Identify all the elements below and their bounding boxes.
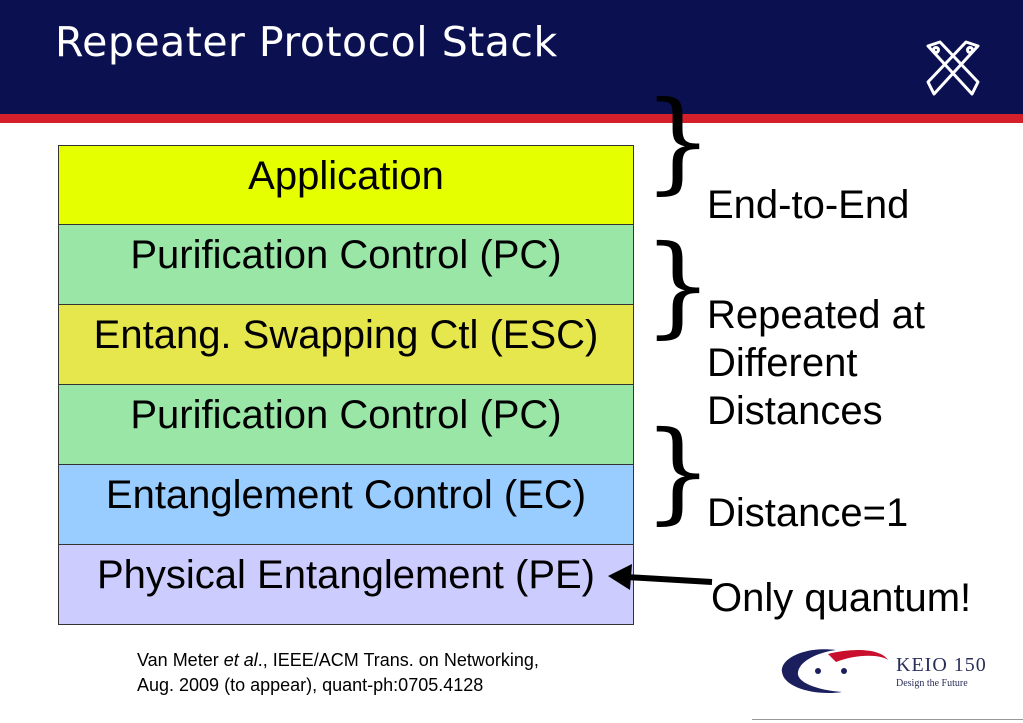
brace-repeated: }: [643, 221, 713, 349]
brace-end-to-end: }: [643, 77, 713, 205]
label-repeated-line2: Different: [707, 341, 858, 385]
label-end-to-end: End-to-End: [707, 183, 910, 227]
footer-rule: [752, 719, 1023, 720]
layer-entanglement-swapping-control: Entang. Swapping Ctl (ESC): [58, 305, 634, 385]
layer-entanglement-control: Entanglement Control (EC): [58, 465, 634, 545]
header-stripe: [0, 114, 1023, 123]
logo-name: KEIO 150: [896, 654, 987, 676]
page-title: Repeater Protocol Stack: [55, 18, 558, 66]
keio-swoosh-icon: [781, 649, 888, 694]
layer-physical-entanglement: Physical Entanglement (PE): [58, 545, 634, 625]
brace-distance-one: }: [643, 407, 713, 535]
logo-tagline: Design the Future: [896, 678, 968, 689]
title-bar: Repeater Protocol Stack: [0, 0, 1023, 114]
citation: Van Meter et al., IEEE/ACM Trans. on Net…: [137, 650, 539, 695]
layer-application: Application: [58, 145, 634, 225]
layer-purification-control-lower: Purification Control (PC): [58, 385, 634, 465]
label-repeated-line1: Repeated at: [707, 293, 925, 337]
label-distance-one: Distance=1: [707, 491, 909, 535]
protocol-stack: Application Purification Control (PC) En…: [58, 145, 634, 625]
layer-purification-control-upper: Purification Control (PC): [58, 225, 634, 305]
label-repeated-line3: Distances: [707, 389, 883, 433]
label-only-quantum: Only quantum!: [711, 576, 972, 620]
left-arrow-icon: [608, 564, 713, 590]
crossed-pens-icon: [926, 40, 980, 96]
